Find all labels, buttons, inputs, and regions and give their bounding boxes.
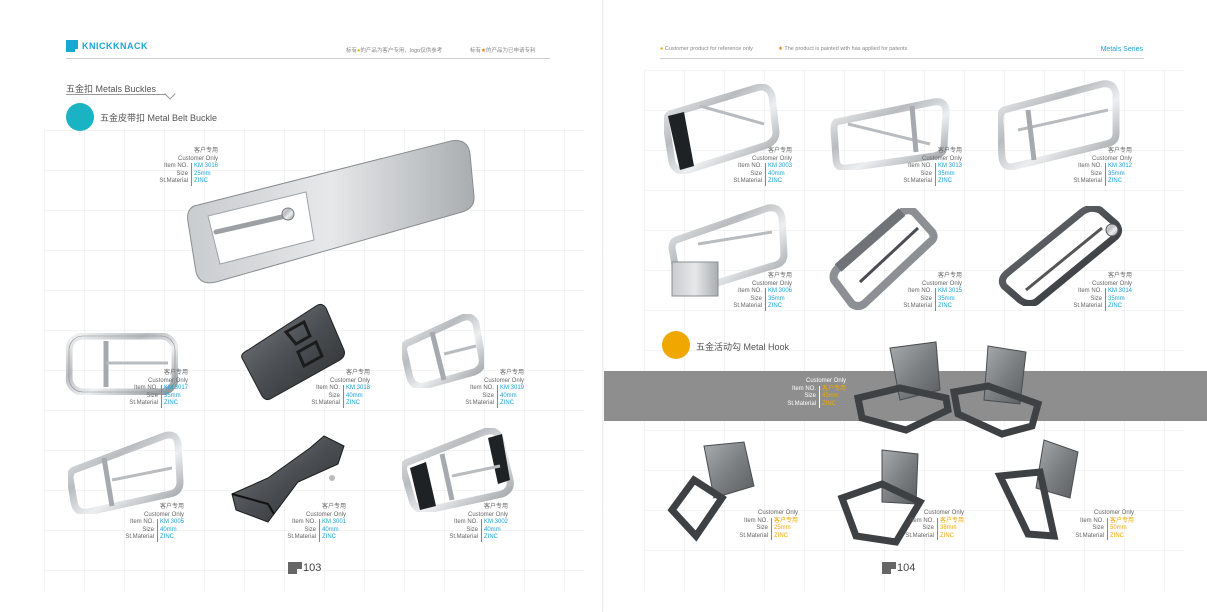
header-note-customer: 标有●的产品为客户专用，logo仅供参考 [346, 48, 443, 54]
legend-patent: ★ The product is painted with has applie… [778, 46, 908, 52]
page-spine [602, 0, 604, 612]
header-rule [66, 58, 550, 59]
page-103: KNICKKNACK 标有●的产品为客户专用，logo仅供参考 标有★的产品为已… [0, 0, 603, 612]
section-title: 五金皮带扣 Metal Belt Buckle [100, 113, 218, 123]
circle-marker-icon: ● [660, 46, 664, 52]
buckle-km3005-image [68, 431, 184, 514]
buckle-km3012-image [998, 80, 1120, 170]
section-circle-icon [66, 103, 94, 131]
page-104: ● Customer product for reference only ★ … [604, 0, 1207, 612]
buckle-km3006-image [668, 204, 788, 297]
brand-logo: KNICKKNACK [66, 40, 148, 54]
hook-45mm-image-a [853, 341, 952, 434]
section-circle-icon [662, 331, 690, 359]
circle-marker-icon: ● [357, 48, 361, 54]
page-number: 103 [288, 562, 321, 574]
buckle-km3013-image [830, 98, 950, 170]
header-rule [660, 58, 1144, 59]
hook-25mm-image [667, 441, 755, 542]
hook-50mm-image [994, 439, 1079, 540]
buckle-km3003-image [664, 84, 780, 174]
buckle-km3017-image [66, 333, 178, 395]
category-title: 五金扣 Metals Buckles [66, 84, 157, 94]
buckle-km3019-image [402, 314, 484, 388]
brand-name: KNICKKNACK [82, 41, 148, 51]
buckle-km3016-image [187, 140, 475, 284]
hook-38mm-image [837, 449, 925, 546]
buckle-km3001-image [231, 435, 345, 523]
section-title-hook: 五金活动勾 Metal Hook [696, 342, 790, 352]
chevron-down-icon [164, 88, 176, 100]
hook-45mm-image-b [949, 345, 1043, 438]
page-number-icon [882, 562, 896, 574]
buckle-km3002-image [402, 428, 514, 512]
legend-customer: ● Customer product for reference only [660, 46, 753, 52]
header-note-patent: 标有★的产品为已申请专利 [470, 48, 536, 54]
star-marker-icon: ★ [778, 46, 783, 52]
page-number-icon [288, 562, 302, 574]
star-marker-icon: ★ [481, 48, 486, 54]
buckle-km3018-image [241, 303, 345, 401]
page-number: 104 [882, 562, 915, 574]
buckle-km3015-image [829, 208, 938, 310]
buckle-km3014-image [998, 206, 1123, 306]
series-title: Metals Series [1100, 46, 1143, 53]
logo-mark-icon [66, 40, 80, 54]
category-underline [66, 94, 166, 95]
